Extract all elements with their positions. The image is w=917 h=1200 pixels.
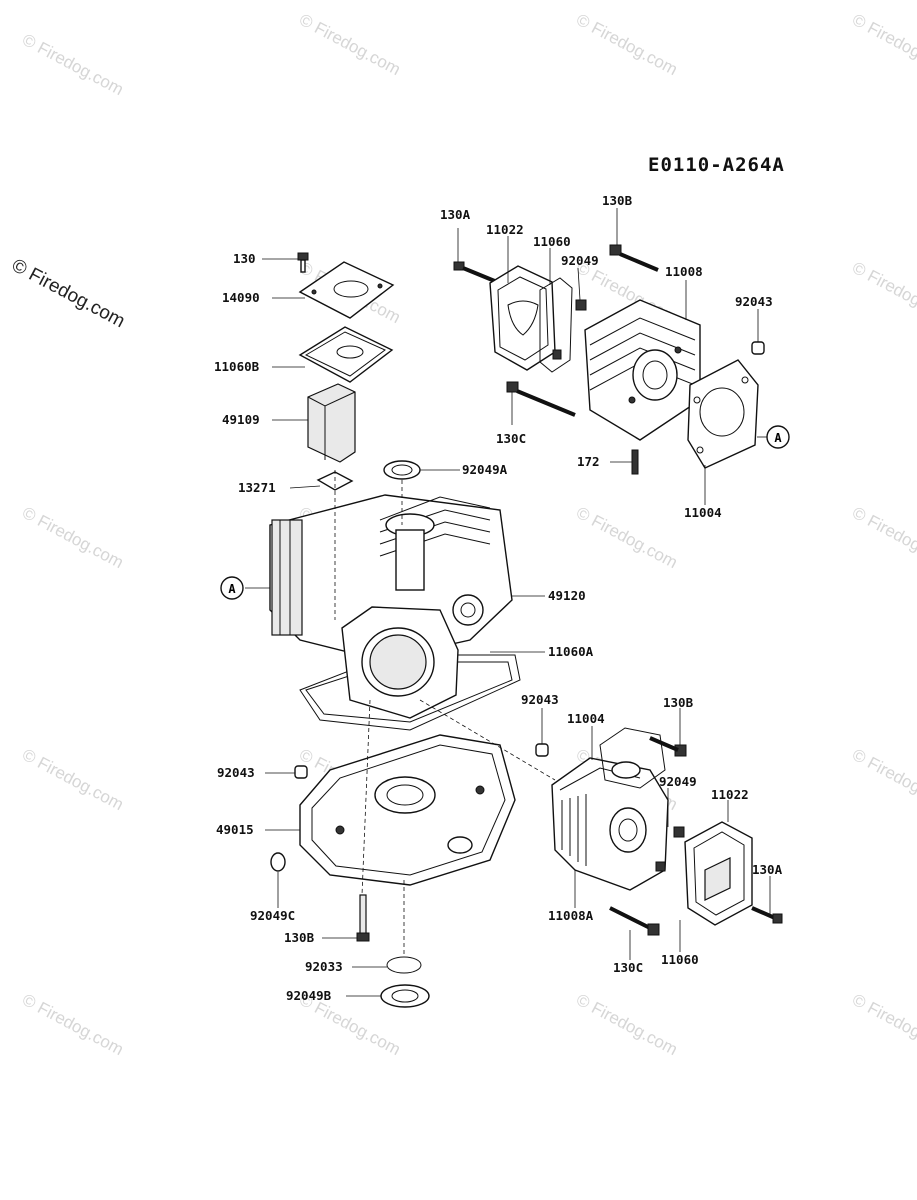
label-11022-mid: 11022 bbox=[711, 787, 749, 802]
crankcase-49120 bbox=[269, 494, 513, 661]
label-11022-top: 11022 bbox=[486, 222, 524, 237]
label-49015: 49015 bbox=[216, 822, 254, 837]
label-92043-left: 92043 bbox=[217, 765, 255, 780]
nut-92049-mid bbox=[655, 826, 685, 872]
label-11008: 11008 bbox=[665, 264, 703, 279]
label-92049B: 92049B bbox=[286, 988, 332, 1003]
label-92033: 92033 bbox=[305, 959, 343, 974]
svg-text:A: A bbox=[774, 431, 782, 445]
label-11004-mid: 11004 bbox=[567, 711, 605, 726]
bolt-130B-mid bbox=[649, 736, 687, 757]
head-gasket-11004-top bbox=[687, 359, 759, 469]
label-14090: 14090 bbox=[222, 290, 260, 305]
label-92043-top: 92043 bbox=[735, 294, 773, 309]
rocker-cover-11022-top bbox=[489, 265, 556, 371]
dowel-92043-top bbox=[751, 341, 765, 355]
label-130: 130 bbox=[233, 251, 256, 266]
gasket-11060-top bbox=[539, 277, 573, 373]
label-49120: 49120 bbox=[548, 588, 586, 603]
bolt-130B-low bbox=[356, 894, 370, 942]
bolt-130 bbox=[297, 252, 309, 273]
stud-172 bbox=[631, 449, 639, 475]
label-11060A: 11060A bbox=[548, 644, 594, 659]
dowel-92043-mid bbox=[535, 743, 549, 757]
o-ring-92033 bbox=[386, 956, 422, 974]
svg-text:A: A bbox=[228, 582, 236, 596]
crankcase-cover-49015 bbox=[299, 734, 516, 886]
cylinder-bore bbox=[341, 606, 459, 719]
diagram-code: E0110-A264A bbox=[648, 154, 785, 176]
gasket-11060B bbox=[298, 326, 394, 383]
label-130B-top: 130B bbox=[602, 193, 633, 208]
label-11008A: 11008A bbox=[548, 908, 594, 923]
ref-marker-left: A bbox=[220, 576, 244, 600]
leader-lines bbox=[245, 208, 771, 997]
nut-92049-top bbox=[552, 299, 587, 360]
label-130A-top: 130A bbox=[440, 207, 471, 222]
seal-92049B bbox=[380, 984, 430, 1008]
label-11004-top: 11004 bbox=[684, 505, 722, 520]
bolt-130B-top bbox=[609, 244, 659, 272]
label-11060-top: 11060 bbox=[533, 234, 571, 249]
head-gasket-11004-mid bbox=[599, 727, 666, 789]
cylinder-head-11008A bbox=[551, 757, 669, 891]
label-130C-mid: 130C bbox=[613, 960, 644, 975]
filter-element-49109 bbox=[307, 383, 356, 463]
label-92043-mid: 92043 bbox=[521, 692, 559, 707]
seal-92049C bbox=[270, 852, 286, 872]
ref-marker-right: A bbox=[766, 425, 790, 449]
label-130A-mid: 130A bbox=[752, 862, 783, 877]
label-130B-mid: 130B bbox=[663, 695, 694, 710]
label-11060B: 11060B bbox=[214, 359, 260, 374]
rocker-cover-11022-mid bbox=[684, 821, 753, 926]
seal-92049A bbox=[383, 460, 421, 480]
label-130B-low: 130B bbox=[284, 930, 315, 945]
bolt-130C-top bbox=[506, 381, 576, 417]
bolt-130A-mid bbox=[751, 906, 783, 924]
label-49109: 49109 bbox=[222, 412, 260, 427]
label-92049-top: 92049 bbox=[561, 253, 599, 268]
label-92049-mid: 92049 bbox=[659, 774, 697, 789]
bolt-130C-mid bbox=[609, 906, 660, 936]
label-92049C: 92049C bbox=[250, 908, 296, 923]
dowel-92043-left bbox=[294, 765, 308, 779]
label-11060-mid: 11060 bbox=[661, 952, 699, 967]
assembly-dashed-lines bbox=[334, 470, 556, 957]
cover-14090 bbox=[298, 261, 395, 319]
cylinder-head-11008 bbox=[584, 299, 701, 441]
label-92049A: 92049A bbox=[462, 462, 508, 477]
label-172: 172 bbox=[577, 454, 600, 469]
label-13271: 13271 bbox=[238, 480, 276, 495]
label-130C-top: 130C bbox=[496, 431, 527, 446]
